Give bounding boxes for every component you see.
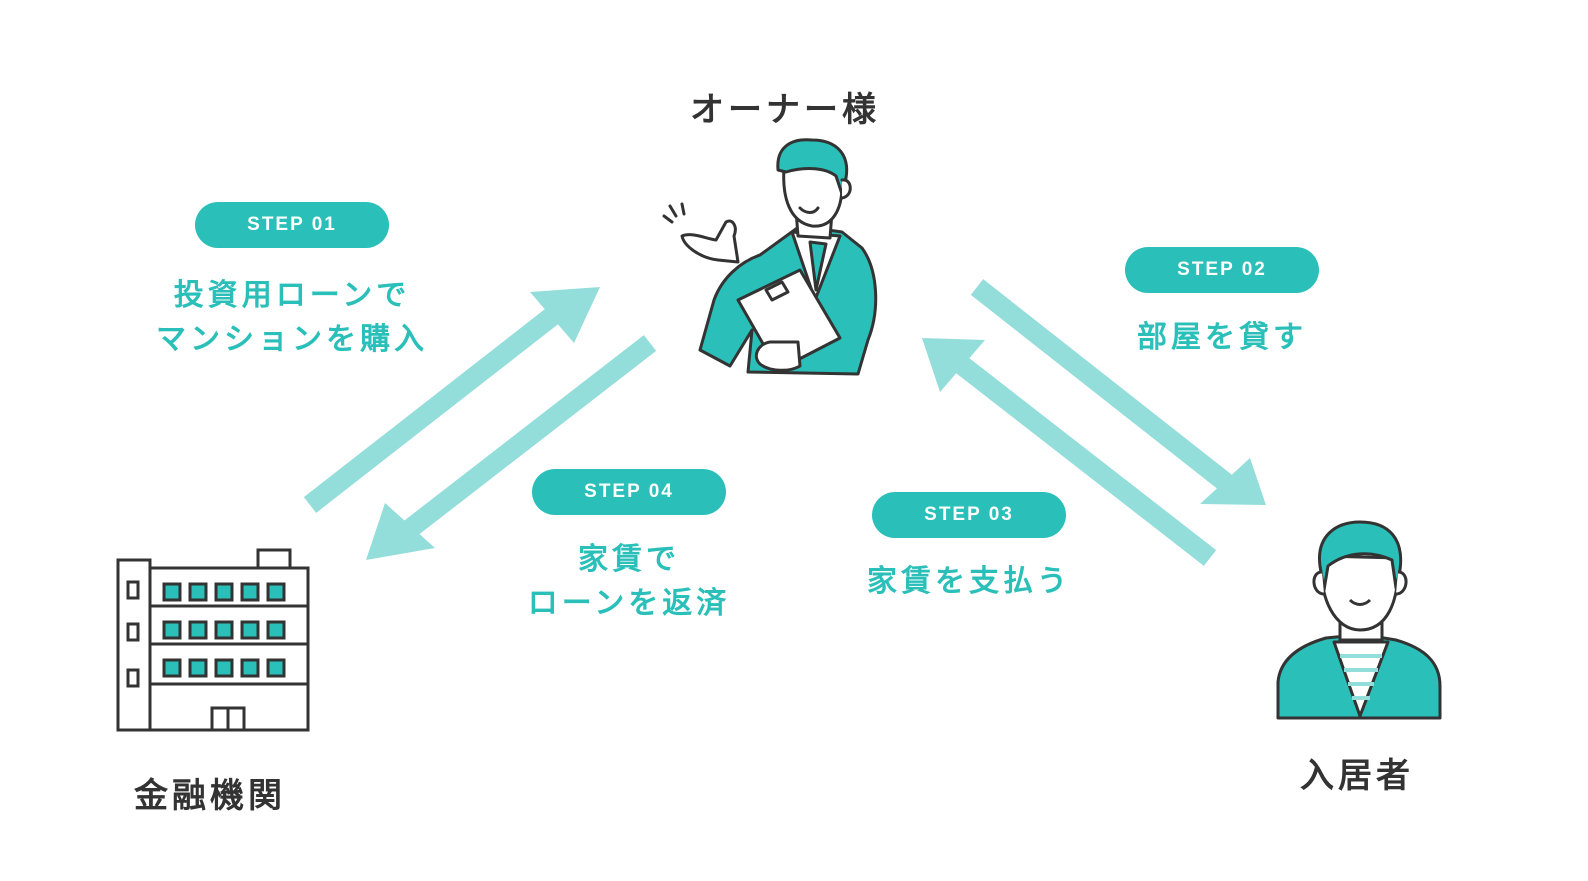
arrow-tenant-to-owner: [922, 338, 1217, 566]
step-04-line-1: 家賃で: [578, 542, 680, 577]
step-01-line-2: マンションを購入: [156, 322, 428, 357]
tenant-person-icon: [1276, 520, 1442, 720]
step-01-badge: STEP 01: [195, 202, 389, 248]
step-03-line-1: 家賃を支払う: [867, 564, 1071, 599]
step-04-badge: STEP 04: [532, 469, 726, 515]
step-02-line-1: 部屋を貸す: [1137, 320, 1307, 355]
step-03-badge: STEP 03: [872, 492, 1066, 538]
arrow-owner-to-bank: [366, 335, 657, 560]
businessman-with-clipboard-icon: [662, 138, 878, 376]
step-01-text: 投資用ローンで マンションを購入: [150, 274, 434, 362]
owner-label: オーナー様: [690, 90, 880, 130]
step-04-line-2: ローンを返済: [527, 586, 731, 621]
bank-label: 金融機関: [134, 776, 286, 816]
step-04-text: 家賃で ローンを返済: [500, 538, 758, 626]
step-01-line-1: 投資用ローンで: [173, 278, 411, 313]
tenant-label: 入居者: [1300, 756, 1414, 796]
step-02-text: 部屋を貸す: [1102, 316, 1342, 360]
arrow-bank-to-owner: [303, 287, 600, 513]
arrow-owner-to-tenant: [970, 279, 1266, 505]
apartment-building-icon: [116, 548, 310, 732]
step-02-badge: STEP 02: [1125, 247, 1319, 293]
step-03-text: 家賃を支払う: [846, 560, 1092, 604]
